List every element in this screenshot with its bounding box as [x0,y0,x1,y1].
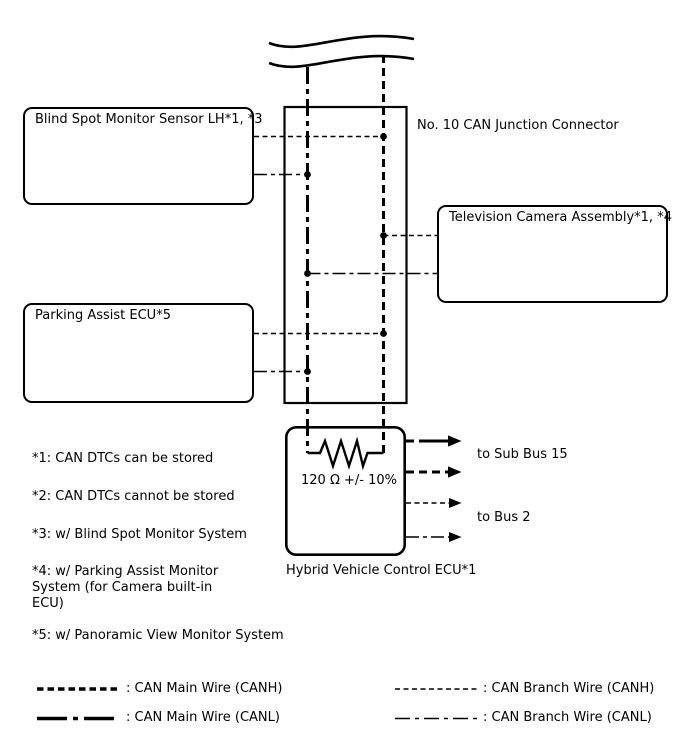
legend-label-can-main-canl: : CAN Main Wire (CANL) [126,710,280,725]
legend-label-can-main-canh: : CAN Main Wire (CANH) [126,681,283,696]
junction-dot [380,232,387,239]
footnote-1: *1: CAN DTCs can be stored [32,451,214,466]
parking-assist-box [23,303,254,403]
junction-dot [380,330,387,337]
bus-break-wave-upper [268,34,415,49]
junction-dot [380,133,387,140]
to-sub-bus-label: to Sub Bus 15 [477,447,568,462]
to-bus2-label: to Bus 2 [477,510,531,525]
footnote-5: *5: w/ Panoramic View Monitor System [32,628,284,643]
junction-connector-box [283,105,408,405]
blind-spot-monitor-box [23,107,254,205]
resistor-value-label: 120 Ω +/- 10% [301,473,398,488]
footnote-2: *2: CAN DTCs cannot be stored [32,489,235,504]
tv-camera-label: Television Camera Assembly*1, *4 [449,210,672,225]
footnote-4: *4: w/ Parking Assist Monitor System (fo… [32,564,219,611]
junction-connector-label: No. 10 CAN Junction Connector [417,118,619,133]
sub-bus-canh-arrowhead [448,466,462,478]
parking-assist-label: Parking Assist ECU*5 [35,308,171,323]
junction-dot [304,368,311,375]
legend-label-can-branch-canl: : CAN Branch Wire (CANL) [483,710,652,725]
hybrid-ecu-box [284,425,406,556]
tv-camera-box [437,205,668,303]
legend-label-can-branch-canh: : CAN Branch Wire (CANH) [483,681,655,696]
bus2-canl-arrowhead [449,532,462,542]
hybrid-ecu-label: Hybrid Vehicle Control ECU*1 [286,563,477,578]
blind-spot-monitor-label: Blind Spot Monitor Sensor LH*1, *3 [35,112,263,127]
sub-bus-canl-arrowhead [448,435,462,447]
junction-dot [304,270,311,277]
bus-break-wave-lower [268,54,415,69]
bus2-canh-arrowhead [449,498,462,508]
footnote-3: *3: w/ Blind Spot Monitor System [32,527,247,542]
terminating-resistor [307,436,384,471]
junction-dot [304,171,311,178]
